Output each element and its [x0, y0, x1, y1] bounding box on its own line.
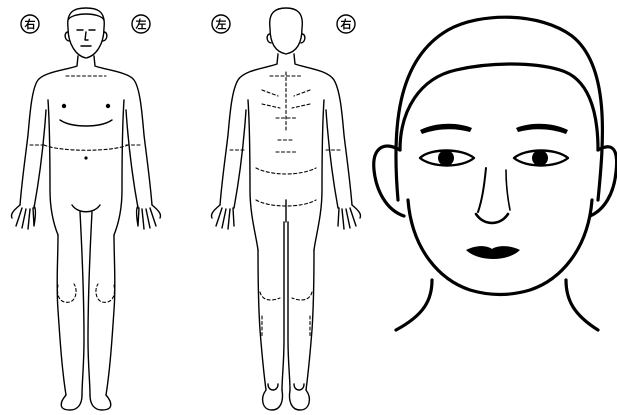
svg-text:右: 右 [340, 17, 352, 31]
left-eyebrow [420, 124, 472, 134]
front-right-side-marker: 右 [21, 15, 39, 33]
right-eye-icon [514, 150, 568, 166]
left-eye-icon [420, 150, 474, 166]
back-left-side-marker: 左 [212, 15, 230, 33]
back-body-figure: 左 右 [211, 8, 360, 410]
right-ear-icon [590, 147, 617, 216]
back-right-side-marker: 右 [337, 15, 355, 33]
svg-text:左: 左 [215, 17, 227, 31]
left-ear-icon [374, 146, 404, 216]
svg-text:左: 左 [135, 17, 147, 31]
front-body-figure: 右 左 [11, 8, 160, 410]
mouth-icon [466, 246, 520, 259]
face-figure [374, 17, 617, 330]
right-eyebrow [516, 124, 568, 134]
front-left-side-marker: 左 [132, 15, 150, 33]
svg-text:右: 右 [24, 17, 36, 31]
